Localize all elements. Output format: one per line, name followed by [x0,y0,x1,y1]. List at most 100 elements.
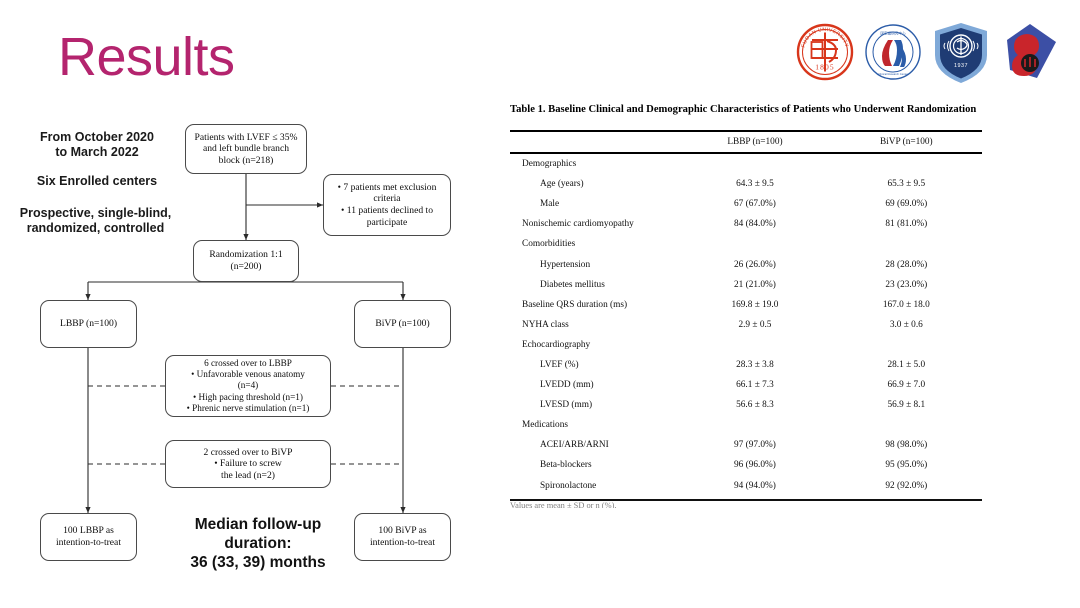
cell-bivp: 23 (23.0%) [885,279,928,290]
table-row: Beta-blockers 96 (96.0%) 95 (95.0%) [510,455,982,475]
row-label: Diabetes mellitus [540,279,605,290]
table-row: Diabetes mellitus 21 (21.0%) 23 (23.0%) [510,275,982,295]
cell-lbbp: 56.6 ± 8.3 [736,400,774,411]
cell-lbbp [679,335,830,355]
table-row: Comorbidities [510,234,982,254]
table-row: LVESD (mm) 56.6 ± 8.3 56.9 ± 8.1 [510,395,982,415]
table-row: NYHA class 2.9 ± 0.5 3.0 ± 0.6 [510,315,982,335]
cell-lbbp: 2.9 ± 0.5 [738,319,772,330]
note-enrolled-centers: Six Enrolled centers [36,174,158,188]
cell-lbbp [679,153,830,174]
cardiology-heart-logo [997,18,1061,86]
cell-bivp: 28.1 ± 5.0 [887,359,926,370]
table-caption: Table 1. Baseline Clinical and Demograph… [510,104,977,115]
flow-box-itt-bivp: 100 BiVP as intention-to-treat [354,513,451,561]
table-row: ACEI/ARB/ARNI 97 (97.0%) 98 (98.0%) [510,435,982,455]
table-row: Spironolactone 94 (94.0%) 92 (92.0%) [510,476,982,496]
flow-box-crossover-to-bivp: 2 crossed over to BiVP • Failure to scre… [165,440,331,488]
cell-lbbp: 94 (94.0%) [734,480,776,491]
table-row: Demographics [510,153,982,174]
row-label: Spironolactone [540,480,597,491]
flow-connector-lines [85,174,406,513]
note-enrollment-period: From October 2020 to March 2022 [40,130,154,159]
row-label: Age (years) [540,179,584,190]
table-row: LVEF (%) 28.3 ± 3.8 28.1 ± 5.0 [510,355,982,375]
cell-lbbp: 67 (67.0%) [734,199,776,210]
row-label: Echocardiography [522,339,591,350]
flow-box-lbbp-arm: LBBP (n=100) [40,300,137,348]
table-row: Medications [510,415,982,435]
cell-bivp: 81 (81.0%) [885,219,928,230]
flow-box-screening: Patients with LVEF ≤ 35% and left bundle… [185,124,307,174]
row-label: Hypertension [540,259,591,270]
cell-bivp: 3.0 ± 0.6 [889,319,923,330]
row-label: ACEI/ARB/ARNI [540,440,609,451]
row-label: Baseline QRS duration (ms) [522,299,628,310]
cell-bivp: 69 (69.0%) [885,199,928,210]
cell-bivp: 95 (95.0%) [885,460,928,471]
flow-box-crossover-to-lbbp: 6 crossed over to LBBP • Unfavorable ven… [165,355,331,417]
study-flow-diagram: Patients with LVEF ≤ 35% and left bundle… [19,124,451,571]
cell-lbbp: 66.1 ± 7.3 [736,380,774,391]
national-clinical-research-center-logo: 国家级研究中心 Clinical Research Center [861,18,925,86]
cell-lbbp: 21 (21.0%) [734,279,776,290]
cell-bivp: 56.9 ± 8.1 [887,400,926,411]
flow-box-itt-lbbp: 100 LBBP as intention-to-treat [40,513,137,561]
table-row: Hypertension 26 (26.0%) 28 (28.0%) [510,254,982,274]
zhongshan-hospital-shield-logo: 1937 [929,18,993,86]
table-row: Male 67 (67.0%) 69 (69.0%) [510,194,982,214]
flow-box-bivp-arm: BiVP (n=100) [354,300,451,348]
cell-lbbp: 26 (26.0%) [734,259,776,270]
baseline-characteristics-table: Table 1. Baseline Clinical and Demograph… [510,98,1000,508]
row-label: LVEDD (mm) [540,380,594,391]
table-bottom-rule [510,498,982,501]
column-header-label [510,131,679,153]
row-label: Nonischemic cardiomyopathy [522,219,634,230]
cell-lbbp [679,234,830,254]
cell-lbbp: 97 (97.0%) [734,440,776,451]
cell-bivp: 65.3 ± 9.5 [887,179,926,190]
flow-box-randomization: Randomization 1:1 (n=200) [193,240,299,282]
logo-strip: 1805 FUDAN UNIVERSITY 国家级研究中心 Clinical R… [793,16,1065,88]
cell-lbbp: 84 (84.0%) [734,219,776,230]
cell-bivp: 167.0 ± 18.0 [882,299,930,310]
cell-bivp [831,234,982,254]
cell-bivp: 28 (28.0%) [885,259,928,270]
column-header-bivp: BiVP (n=100) [879,137,933,147]
table-footnote: Values are mean ± SD or n (%). [510,500,617,508]
svg-text:Clinical Research Center: Clinical Research Center [878,72,908,76]
note-study-design: Prospective, single-blind, randomized, c… [19,206,172,235]
cell-lbbp: 28.3 ± 3.8 [736,359,774,370]
column-header-lbbp: LBBP (n=100) [727,137,783,147]
cell-bivp: 92 (92.0%) [885,480,928,491]
table-row: Baseline QRS duration (ms) 169.8 ± 19.0 16… [510,295,982,315]
table-header-row: LBBP (n=100) BiVP (n=100) [510,131,982,153]
table-row: Nonischemic cardiomyopathy 84 (84.0%) 81 (… [510,214,982,234]
cell-lbbp: 169.8 ± 19.0 [731,299,779,310]
row-label: LVESD (mm) [540,400,593,411]
table-row: Echocardiography [510,335,982,355]
cell-bivp [831,415,982,435]
svg-text:1805: 1805 [815,63,834,72]
row-label: LVEF (%) [540,359,579,370]
table-header: LBBP (n=100) BiVP (n=100) [510,131,982,153]
cell-lbbp: 96 (96.0%) [734,460,776,471]
row-label: Medications [522,420,568,431]
row-label: NYHA class [522,319,569,330]
page-title: Results [58,27,235,87]
table-row: Age (years) 64.3 ± 9.5 65.3 ± 9.5 [510,174,982,194]
cell-bivp [831,335,982,355]
cell-lbbp: 64.3 ± 9.5 [736,179,774,190]
row-label: Male [540,199,560,210]
fudan-university-logo: 1805 FUDAN UNIVERSITY [793,18,857,86]
svg-text:国家级研究中心: 国家级研究中心 [880,31,906,36]
row-label: Demographics [522,159,577,170]
cell-bivp: 98 (98.0%) [885,440,928,451]
flow-box-exclusion: • 7 patients met exclusion criteria • 11… [323,174,451,236]
row-label: Beta-blockers [540,460,592,471]
row-label: Comorbidities [522,239,576,250]
